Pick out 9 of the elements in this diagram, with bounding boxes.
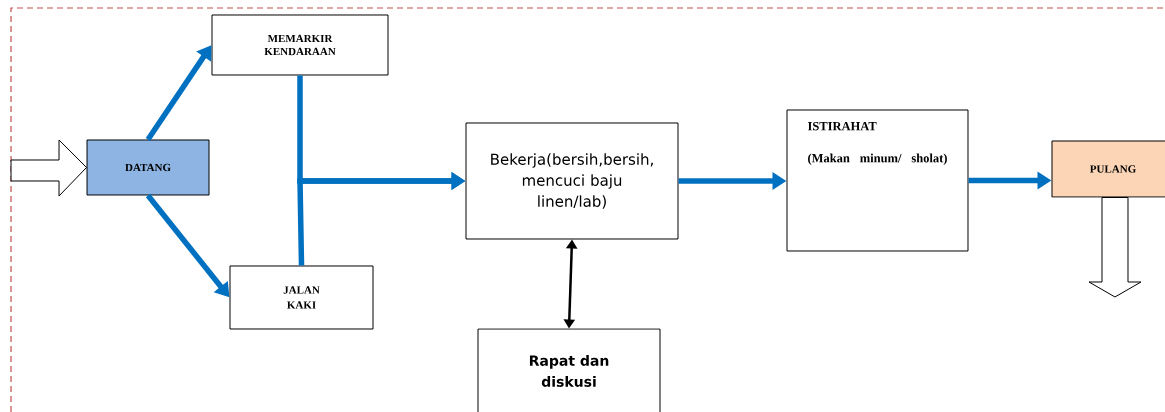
process-box: ISTIRAHAT (Makan minum/ sholat) xyxy=(786,109,969,252)
process-box: JALAN KAKI xyxy=(229,265,374,330)
process-box: PULANG xyxy=(1051,140,1165,198)
process-box: Rapat dan diskusi xyxy=(477,328,661,412)
process-box: Bekerja(bersih,bersih, mencuci baju linen/lab) xyxy=(465,122,679,240)
block-arrow xyxy=(1088,197,1142,298)
block-arrow xyxy=(10,139,87,197)
process-box: MEMARKIR KENDARAAN xyxy=(211,14,389,76)
process-box: DATANG xyxy=(86,139,210,196)
